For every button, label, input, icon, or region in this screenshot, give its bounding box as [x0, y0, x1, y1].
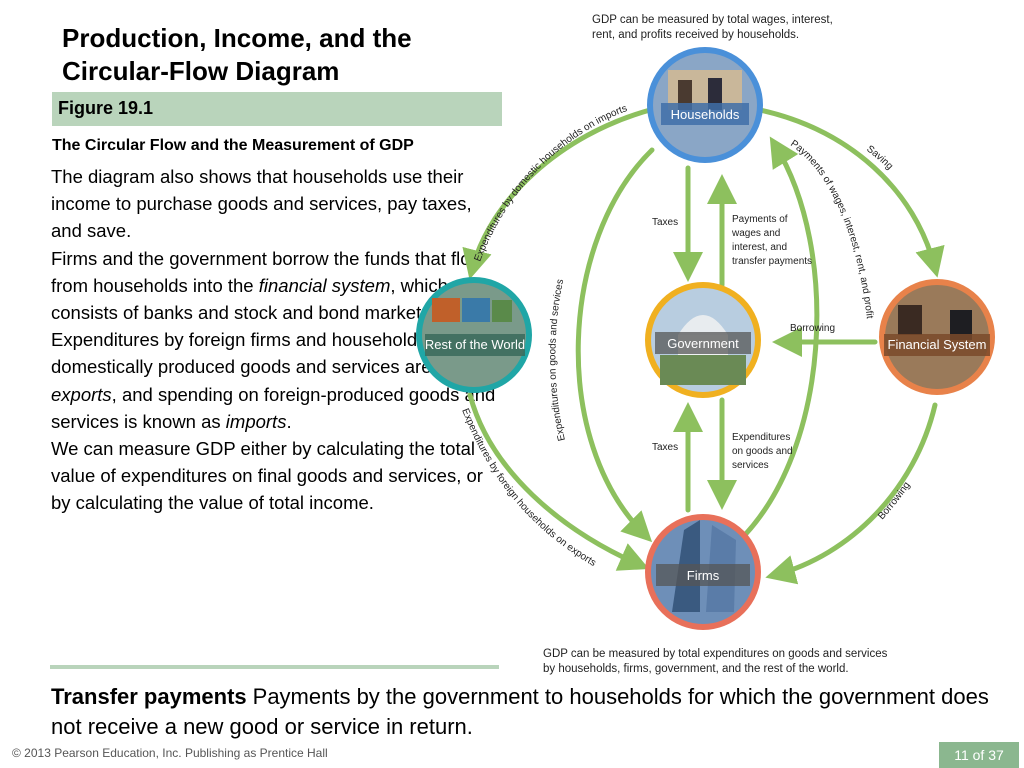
top-caption-line-1: GDP can be measured by total wages, inte… — [592, 14, 833, 26]
financial-system-node: Financial System — [879, 279, 995, 395]
body-paragraph-1: The diagram also shows that households u… — [51, 166, 472, 242]
definition-text: Payments by the government to households… — [51, 684, 989, 739]
gov-expenditures-label: Expenditures on goods and services — [732, 432, 795, 471]
figure-subtitle: The Circular Flow and the Measurement of… — [52, 137, 414, 154]
page-indicator[interactable]: 11 of 37 — [939, 742, 1019, 768]
body-text: The diagram also shows that households u… — [51, 163, 496, 517]
top-caption-line-2: rent, and profits received by households… — [592, 29, 799, 41]
government-node: Government — [645, 282, 761, 398]
expenditures-label: Expenditures on goods and services — [547, 278, 568, 442]
body-paragraph-4: We can measure GDP either by calculating… — [51, 438, 483, 514]
slide-title: Production, Income, and the Circular-Flo… — [62, 23, 412, 86]
borrowing-lower-arrow — [765, 402, 938, 585]
taxes-upper-label: Taxes — [652, 217, 678, 228]
saving-label: Saving — [864, 144, 895, 173]
definition-term: Transfer payments — [51, 684, 247, 709]
bottom-caption-line-1: GDP can be measured by total expenditure… — [543, 648, 888, 660]
taxes-lower-label: Taxes — [652, 442, 678, 453]
figure-bar: Figure 19.1 — [52, 92, 502, 126]
households-node: Households — [647, 47, 763, 163]
figure-label: Figure 19.1 — [58, 98, 154, 118]
households-label: Households — [671, 107, 740, 122]
financial-system-label: Financial System — [888, 337, 987, 352]
transfer-payments-label: Payments of wages and interest, and tran… — [731, 214, 812, 267]
saving-arrow — [757, 107, 945, 278]
rest-of-world-node: Rest of the World — [416, 277, 532, 393]
divider — [50, 665, 499, 669]
expenditures-arrow — [575, 147, 655, 543]
firms-node: Firms — [645, 514, 761, 630]
body-paragraph-3: Expenditures by foreign firms and househ… — [51, 329, 496, 432]
exports-arrow — [467, 392, 650, 571]
body-paragraph-2: Firms and the government borrow the fund… — [51, 247, 484, 324]
imports-arrow — [462, 107, 653, 280]
rest-of-world-label: Rest of the World — [425, 337, 525, 352]
copyright: © 2013 Pearson Education, Inc. Publishin… — [12, 746, 328, 760]
firms-label: Firms — [687, 568, 720, 583]
government-label: Government — [667, 336, 739, 351]
borrowing-lower-label: Borrowing — [876, 480, 913, 522]
bottom-caption-line-2: by households, firms, government, and th… — [543, 663, 849, 675]
borrowing-mid-label: Borrowing — [790, 323, 835, 334]
payments-arrow — [737, 136, 820, 543]
payments-label: Payments of wages, interest, rent, and p… — [788, 138, 875, 319]
